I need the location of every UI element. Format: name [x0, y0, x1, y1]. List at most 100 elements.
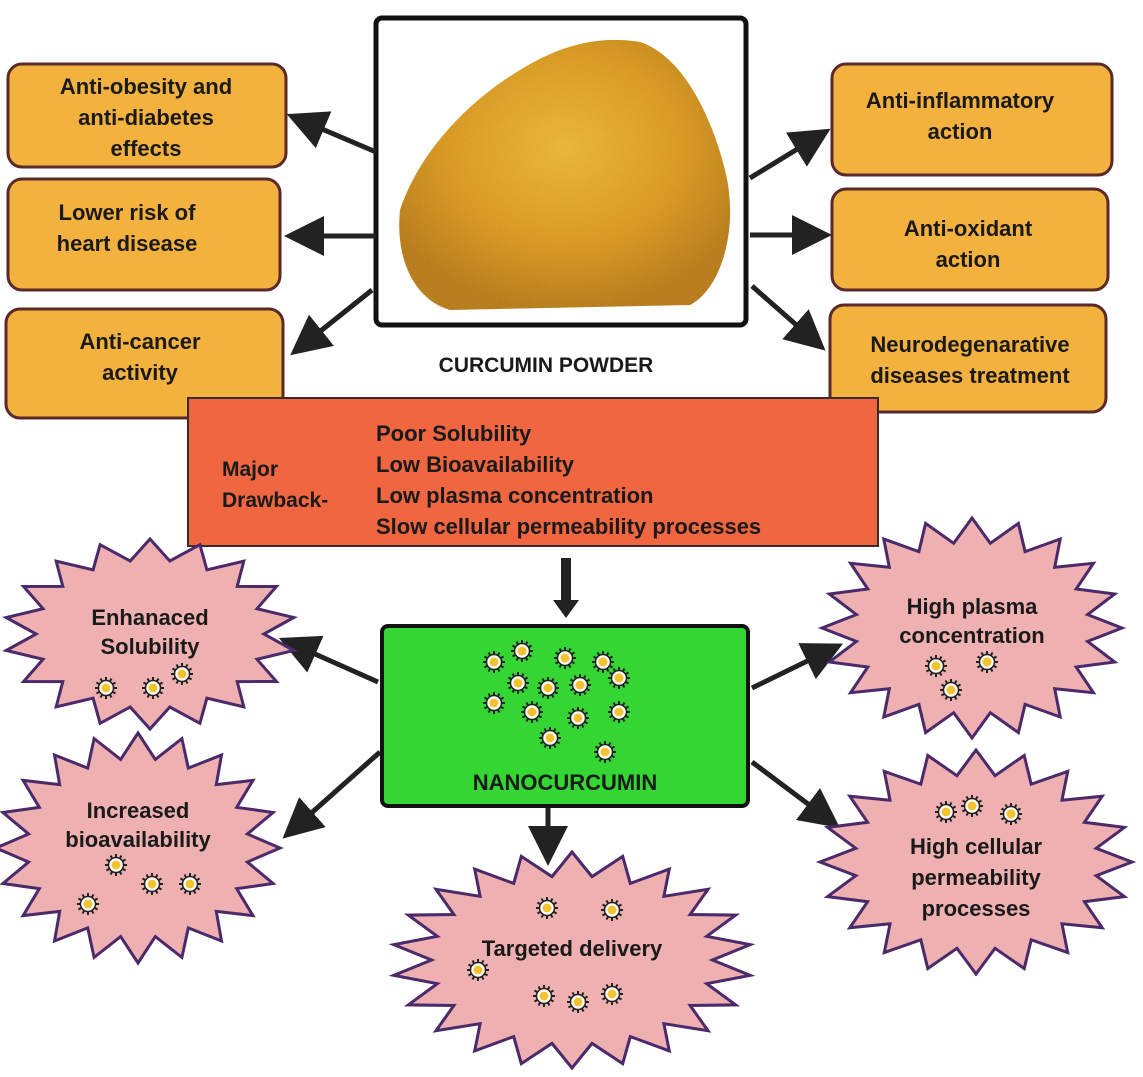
arrow-to-solubility [278, 635, 380, 685]
benefit-label-anti-cancer: Anti-cancer activity [79, 329, 200, 385]
arrow-to-nanocurcumin [553, 558, 579, 618]
nanoparticle-icon [976, 651, 998, 673]
nanoparticle-icon [483, 692, 505, 714]
nanoparticle-icon [592, 651, 614, 673]
nanocurcumin-label: NANOCURCUMIN [473, 770, 658, 795]
nanoparticle-icon [171, 663, 193, 685]
benefit-box-anti-inflammatory: Anti-inflammatory action [830, 62, 1114, 177]
nanoparticle-icon [935, 801, 957, 823]
nanoparticle-icon [925, 655, 947, 677]
outcome-permeability-line-1: High cellular [910, 834, 1042, 859]
benefit-anti-obesity-line-3: effects [111, 136, 182, 161]
nanoparticle-icon [601, 899, 623, 921]
nanoparticle-icon [601, 983, 623, 1005]
drawback-item-line-4: Slow cellular permeability processes [376, 514, 761, 539]
nanoparticle-icon [467, 959, 489, 981]
nanoparticle-icon [1000, 803, 1022, 825]
outcome-bioavailability-line-2: bioavailability [65, 827, 211, 852]
outcome-solubility-line-1: Enhanaced [91, 605, 208, 630]
nanoparticle-icon [536, 897, 558, 919]
nanoparticle-icon [569, 674, 591, 696]
arrow-to-bioavailability [282, 750, 382, 839]
benefit-anti-obesity-line-2: anti-diabetes [78, 105, 214, 130]
outcome-label-plasma: High plasma concentration [899, 594, 1044, 648]
arrow-to-neurodegenerative [750, 284, 826, 351]
nanoparticle-icon [608, 667, 630, 689]
benefit-neurodegenerative-line-2: diseases treatment [870, 363, 1070, 388]
nanoparticle-icon [594, 741, 616, 763]
outcome-bioavailability-line-1: Increased [87, 798, 190, 823]
outcome-solubility-line-2: Solubility [101, 634, 201, 659]
benefit-label-anti-inflammatory: Anti-inflammatory action [866, 88, 1055, 144]
benefit-box-anti-cancer: Anti-cancer activity [4, 307, 285, 420]
benefit-heart-disease-line-2: heart disease [57, 231, 198, 256]
drawback-item-line-3: Low plasma concentration [376, 483, 654, 508]
outcome-burst-plasma: High plasma concentration [817, 515, 1127, 741]
nanoparticle-icon [507, 672, 529, 694]
powder-arrows [284, 111, 832, 356]
nanoparticle-icon [483, 651, 505, 673]
benefit-neurodegenerative-line-1: Neurodegenarative [870, 332, 1069, 357]
nanoparticle-icon [567, 991, 589, 1013]
benefit-box-anti-obesity: Anti-obesity and anti-diabetes effects [6, 62, 288, 169]
benefit-anti-inflammatory-line-2: action [928, 119, 993, 144]
drawback-item-line-1: Poor Solubility [376, 421, 532, 446]
nanoparticle-icon [521, 701, 543, 723]
nanoparticle-icon [567, 707, 589, 729]
nanoparticle-icon [77, 893, 99, 915]
nanoparticle-icon [940, 679, 962, 701]
nanoparticle-icon [95, 677, 117, 699]
nanocurcumin-box: NANOCURCUMIN [380, 624, 750, 808]
benefit-label-anti-obesity: Anti-obesity and anti-diabetes effects [60, 74, 232, 161]
nanoparticle-icon [608, 701, 630, 723]
benefit-anti-inflammatory-line-1: Anti-inflammatory [866, 88, 1055, 113]
benefit-label-neurodegenerative: Neurodegenarative diseases treatment [870, 332, 1070, 388]
benefit-anti-oxidant-line-1: Anti-oxidant [904, 216, 1033, 241]
curcumin-powder-image [373, 15, 749, 328]
outcome-targeted-line-1: Targeted delivery [482, 936, 663, 961]
nanoparticle-icon [105, 854, 127, 876]
benefit-anti-obesity-line-1: Anti-obesity and [60, 74, 232, 99]
curcumin-powder-label: CURCUMIN POWDER [439, 354, 654, 377]
outcome-label-targeted: Targeted delivery [482, 936, 663, 961]
drawback-label-line-2: Drawback- [222, 489, 328, 512]
outcome-burst-targeted: Targeted delivery [388, 849, 756, 1071]
nanoparticle-cluster [483, 640, 630, 763]
nanoparticle-icon [511, 640, 533, 662]
drawback-label-line-1: Major [222, 458, 278, 481]
benefit-anti-cancer-line-1: Anti-cancer [79, 329, 200, 354]
benefit-anti-cancer-line-2: activity [102, 360, 179, 385]
arrow-to-anti-obesity [286, 111, 377, 155]
benefit-box-neurodegenerative: Neurodegenarative diseases treatment [828, 303, 1108, 414]
nanoparticle-icon [539, 727, 561, 749]
drawback-item-line-2: Low Bioavailability [376, 452, 575, 477]
arrow-to-permeability [750, 760, 840, 828]
arrow-to-plasma [750, 643, 843, 691]
outcome-plasma-line-2: concentration [899, 623, 1044, 648]
arrow-to-anti-cancer [290, 288, 374, 356]
nanoparticle-icon [961, 795, 983, 817]
nano-arrows [278, 635, 843, 866]
nanoparticle-icon [142, 677, 164, 699]
outcome-burst-bioavailability: Increased bioavailability [0, 730, 284, 966]
outcome-permeability-line-2: permeability [911, 865, 1041, 890]
arrow-to-anti-inflammatory [748, 128, 831, 181]
benefit-box-heart-disease: Lower risk of heart disease [6, 177, 282, 292]
nanoparticle-icon [179, 873, 201, 895]
outcome-label-bioavailability: Increased bioavailability [65, 798, 211, 852]
benefit-heart-disease-line-1: Lower risk of [59, 200, 197, 225]
outcome-plasma-line-1: High plasma [907, 594, 1039, 619]
benefit-label-heart-disease: Lower risk of heart disease [57, 200, 198, 256]
nanoparticle-icon [537, 677, 559, 699]
nanoparticle-icon [554, 647, 576, 669]
